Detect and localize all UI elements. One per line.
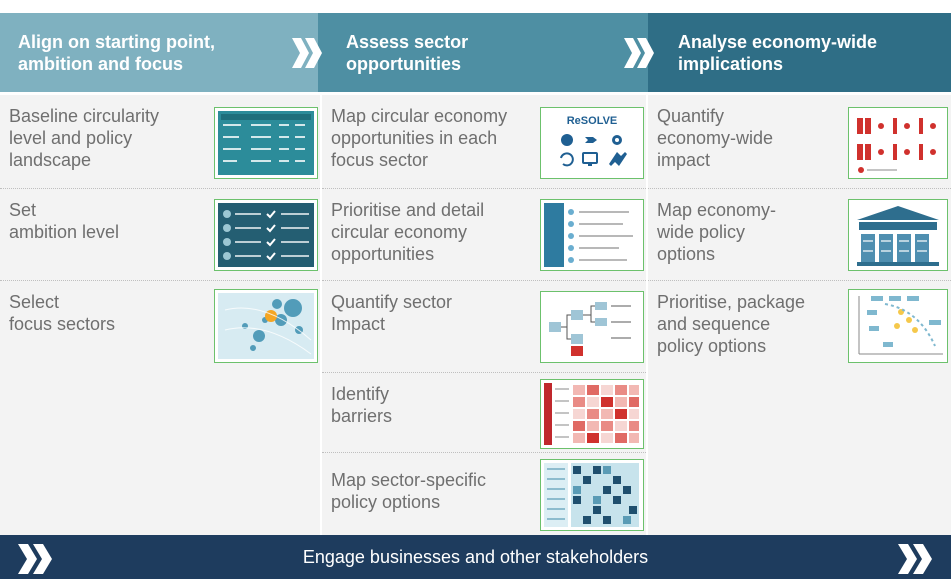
tree-thumbnail — [540, 291, 644, 363]
step-label: Identify barriers — [331, 384, 393, 426]
phase-header-assess: Assess sector opportunities — [318, 13, 648, 92]
step-package-policy: Prioritise, package and sequence policy … — [648, 281, 951, 535]
phase-title: Assess sector opportunities — [346, 31, 469, 74]
step-quantify-economy: Quantify economy-wide impact — [648, 95, 951, 189]
column-assess: Map circular economy opportunities in ea… — [322, 95, 646, 535]
step-label: Map circular economy opportunities in ea… — [331, 106, 508, 170]
list-thumbnail — [540, 199, 644, 271]
step-identify-barriers: Identify barriers — [322, 373, 646, 453]
column-align: Baseline circularity level and policy la… — [0, 95, 320, 535]
step-prioritise-opportunities: Prioritise and detail circular economy o… — [322, 189, 646, 281]
step-label: Quantify economy-wide impact — [657, 106, 774, 170]
stakeholder-engagement-band: Engage businesses and other stakeholders — [0, 535, 951, 579]
step-label: Map economy- wide policy options — [657, 200, 777, 264]
footer-label: Engage businesses and other stakeholders — [302, 546, 649, 567]
step-map-opportunities: Map circular economy opportunities in ea… — [322, 95, 646, 189]
scatter-thumbnail — [848, 289, 948, 363]
building-thumbnail — [848, 199, 948, 271]
resolve-thumbnail: ReSOLVE — [540, 107, 644, 179]
flow-thumbnail — [848, 107, 948, 179]
phase-title: Align on starting point, ambition and fo… — [18, 31, 215, 74]
step-baseline: Baseline circularity level and policy la… — [0, 95, 320, 189]
double-chevron-icon — [18, 544, 52, 574]
step-label: Map sector-specific policy options — [331, 470, 487, 512]
column-analyse: Quantify economy-wide impact Map economy… — [648, 95, 951, 535]
resolve-title: ReSOLVE — [567, 115, 618, 127]
checklist-thumbnail — [214, 199, 318, 271]
bubble-chart-thumbnail — [214, 289, 318, 363]
step-label: Select focus sectors — [9, 292, 116, 334]
double-chevron-icon — [624, 38, 654, 68]
step-label: Prioritise, package and sequence policy … — [657, 292, 806, 356]
step-focus-sectors: Select focus sectors — [0, 281, 320, 535]
step-economy-policy: Map economy- wide policy options — [648, 189, 951, 281]
step-label: Quantify sector Impact — [331, 292, 453, 334]
step-sector-policy: Map sector-specific policy options — [322, 453, 646, 535]
step-label: Baseline circularity level and policy la… — [9, 106, 160, 170]
step-label: Set ambition level — [9, 200, 120, 242]
double-chevron-icon — [898, 544, 932, 574]
step-label: Prioritise and detail circular economy o… — [331, 200, 485, 264]
step-ambition: Set ambition level — [0, 189, 320, 281]
double-chevron-icon — [292, 38, 322, 68]
phase-header-align: Align on starting point, ambition and fo… — [0, 13, 318, 92]
step-quantify-sector: Quantify sector Impact — [322, 281, 646, 373]
table-thumbnail — [214, 107, 318, 179]
heatmap-thumbnail — [540, 379, 644, 449]
matrix-thumbnail — [540, 459, 644, 531]
phase-title: Analyse economy-wide implications — [678, 31, 878, 74]
phase-header-analyse: Analyse economy-wide implications — [648, 13, 951, 92]
